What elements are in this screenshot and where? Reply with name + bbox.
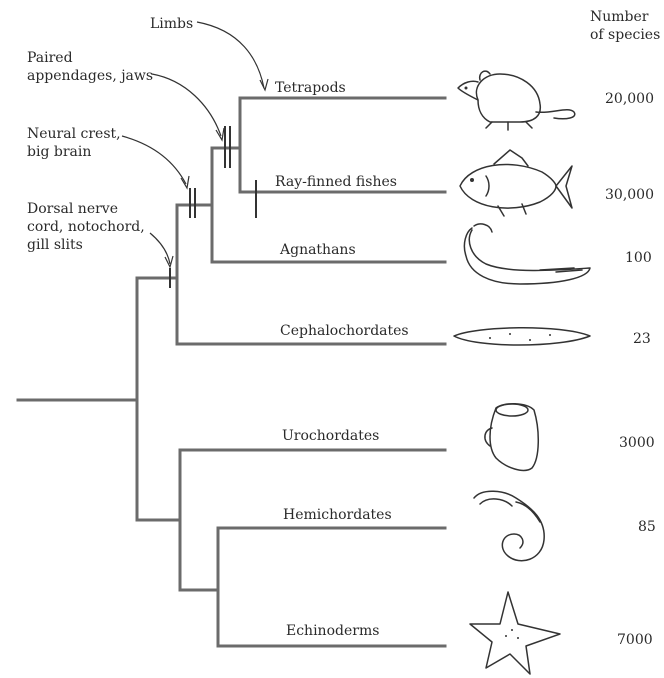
species-count-ray-finned-fishes: 30,000 xyxy=(605,187,654,203)
lancelet-icon xyxy=(454,328,590,345)
crest-arrow xyxy=(122,136,186,184)
species-header-line1: Number xyxy=(590,9,649,25)
taxon-label-tetrapods: Tetrapods xyxy=(275,80,346,96)
character-label-dorsal-line3: gill slits xyxy=(27,237,83,253)
taxon-label-echinoderms: Echinoderms xyxy=(286,623,379,639)
taxon-label-cephalochordates: Cephalochordates xyxy=(280,323,409,339)
limbs-arrowhead xyxy=(260,79,268,90)
character-label-crest-line1: Neural crest, xyxy=(27,126,121,142)
limbs-arrow xyxy=(197,22,264,88)
sea-squirt-icon xyxy=(485,404,538,471)
species-count-echinoderms: 7000 xyxy=(617,632,653,648)
acorn-worm-icon xyxy=(474,491,544,561)
fish-icon xyxy=(460,150,572,216)
species-count-cephalochordates: 23 xyxy=(633,331,651,347)
taxon-label-ray-finned-fishes: Ray-finned fishes xyxy=(275,174,397,190)
lamprey-icon xyxy=(464,224,590,284)
character-label-crest-line2: big brain xyxy=(27,144,91,160)
character-label-jaws-line2: appendages, jaws xyxy=(27,68,153,84)
taxon-label-urochordates: Urochordates xyxy=(282,428,379,444)
species-count-urochordates: 3000 xyxy=(619,435,655,451)
taxon-label-hemichordates: Hemichordates xyxy=(283,507,392,523)
species-count-hemichordates: 85 xyxy=(638,519,656,535)
character-label-limbs: Limbs xyxy=(150,16,193,32)
species-header-line2: of species xyxy=(590,27,660,43)
rat-icon xyxy=(458,71,575,130)
taxon-label-agnathans: Agnathans xyxy=(279,242,356,258)
character-label-dorsal-line2: cord, notochord, xyxy=(27,219,145,235)
jaws-arrow xyxy=(152,74,221,136)
starfish-icon xyxy=(470,592,560,674)
character-label-dorsal-line1: Dorsal nerve xyxy=(27,201,118,217)
dorsal-arrow xyxy=(150,233,170,264)
species-count-tetrapods: 20,000 xyxy=(605,91,654,107)
species-count-agnathans: 100 xyxy=(625,250,652,266)
character-label-jaws-line1: Paired xyxy=(27,50,73,66)
